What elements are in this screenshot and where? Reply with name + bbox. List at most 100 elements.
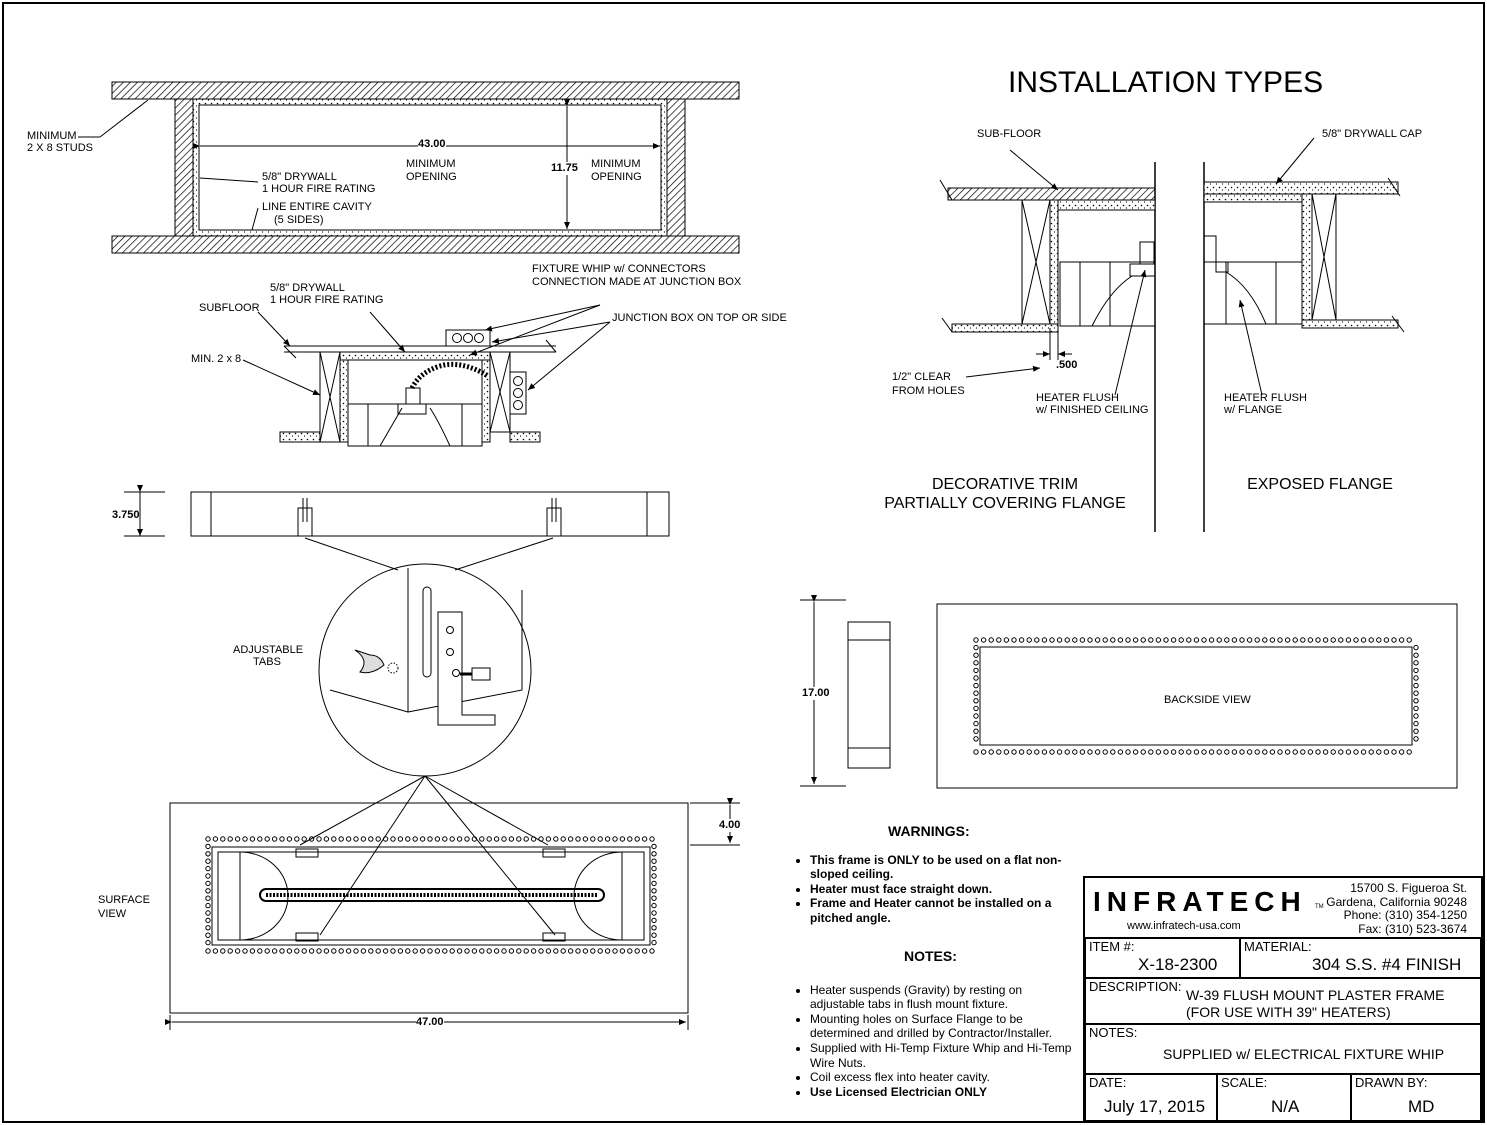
surface-view-label-2: VIEW <box>98 908 127 920</box>
mount-hole <box>1155 637 1162 643</box>
line-cavity-label-2: (5 SIDES) <box>274 214 324 226</box>
mount-hole <box>405 948 411 954</box>
mount-hole <box>449 836 455 842</box>
mount-hole <box>501 836 507 842</box>
mount-hole <box>1284 749 1291 755</box>
mount-hole <box>1360 749 1367 755</box>
note-item: Mounting holes on Surface Flange to be d… <box>810 1012 1079 1041</box>
mount-hole <box>1413 698 1419 704</box>
mount-hole <box>493 836 500 842</box>
mount-hole <box>1224 637 1230 643</box>
mount-hole <box>590 948 596 954</box>
mount-hole <box>1345 749 1352 755</box>
mount-hole <box>1193 637 1200 643</box>
mount-hole <box>582 836 589 842</box>
mount-hole <box>323 836 330 842</box>
mount-hole <box>1413 652 1419 658</box>
mount-hole <box>575 948 581 954</box>
mount-hole <box>1110 749 1116 755</box>
mount-hole <box>1102 637 1108 643</box>
mount-hole <box>234 948 241 954</box>
mount-hole <box>338 836 344 842</box>
mount-hole <box>331 836 337 842</box>
mount-hole <box>1239 637 1245 643</box>
backside-height-dim: 17.00 <box>802 687 830 700</box>
min-opening-label-1b: OPENING <box>406 171 457 183</box>
backside-view-label: BACKSIDE VIEW <box>1164 694 1251 706</box>
mount-hole <box>1300 749 1306 755</box>
mount-hole <box>419 836 426 842</box>
mount-hole <box>1049 749 1055 755</box>
company-header: INFRATECH TM www.infratech-usa.com 15700… <box>1085 878 1481 938</box>
mount-hole <box>1262 637 1268 643</box>
mount-hole <box>205 858 211 864</box>
mount-hole <box>249 948 256 954</box>
mount-hole <box>205 917 211 924</box>
mount-hole <box>996 637 1002 643</box>
item-label: ITEM #: <box>1089 939 1135 954</box>
mount-hole <box>1148 749 1154 755</box>
mount-hole <box>604 836 611 842</box>
mount-hole <box>1254 749 1260 755</box>
mount-hole <box>973 675 979 681</box>
mount-hole <box>434 948 441 954</box>
section-drywall-label-1: 5/8" DRYWALL <box>270 282 345 294</box>
mount-hole <box>294 948 300 954</box>
mount-hole <box>1307 637 1314 643</box>
mount-hole <box>205 895 211 901</box>
mount-hole <box>651 888 657 894</box>
fax-number: Fax: (310) 523-3674 <box>1358 921 1467 936</box>
mount-hole <box>1330 749 1336 755</box>
mount-hole <box>1125 749 1131 755</box>
mount-hole <box>1094 749 1101 755</box>
mount-hole <box>471 836 478 842</box>
mount-hole <box>301 836 307 842</box>
company-logo: INFRATECH <box>1093 886 1307 917</box>
mount-hole <box>1140 637 1146 643</box>
section-drawing <box>242 304 611 447</box>
adjustable-tabs-label-1: ADJUSTABLE <box>233 644 304 656</box>
mount-hole <box>279 948 285 954</box>
mount-hole <box>1186 749 1192 755</box>
mount-hole <box>973 728 979 734</box>
mount-hole <box>508 836 515 842</box>
mount-hole <box>345 948 352 954</box>
mount-hole <box>1117 637 1124 643</box>
mount-hole <box>973 682 979 689</box>
mount-hole <box>464 836 470 842</box>
mount-hole <box>323 948 330 954</box>
mount-hole <box>1413 728 1419 734</box>
cavity-drywall-label-2: 1 HOUR FIRE RATING <box>262 183 376 195</box>
mount-hole <box>553 836 559 842</box>
mount-hole <box>1277 749 1283 755</box>
mount-hole <box>1231 637 1238 643</box>
warning-item: This frame is ONLY to be used on a flat … <box>810 853 1074 882</box>
mount-hole <box>353 948 359 954</box>
mount-hole <box>1391 637 1397 643</box>
mount-hole <box>205 910 211 916</box>
mount-hole <box>538 948 544 954</box>
mount-hole <box>1117 749 1124 755</box>
side-elevation <box>124 485 670 571</box>
mount-hole <box>1360 637 1367 643</box>
mount-hole <box>397 836 404 842</box>
line-cavity-label-1: LINE ENTIRE CAVITY <box>262 201 372 213</box>
mount-hole <box>1056 749 1063 755</box>
mount-hole <box>397 948 404 954</box>
mount-hole <box>1170 749 1177 755</box>
mount-hole <box>405 836 411 842</box>
mount-hole <box>508 948 515 954</box>
mount-hole <box>220 948 226 954</box>
mount-hole <box>501 948 507 954</box>
mount-hole <box>516 836 522 842</box>
material-label: MATERIAL: <box>1244 939 1312 954</box>
mount-hole <box>973 690 979 696</box>
mount-hole <box>227 836 233 842</box>
mount-hole <box>980 749 987 755</box>
heater-flush-ceiling-label-2: w/ FINISHED CEILING <box>1036 404 1149 416</box>
surface-view-label-1: SURFACE <box>98 894 150 906</box>
mount-hole <box>619 836 626 842</box>
mount-hole <box>1155 749 1162 755</box>
mount-hole <box>360 836 367 842</box>
